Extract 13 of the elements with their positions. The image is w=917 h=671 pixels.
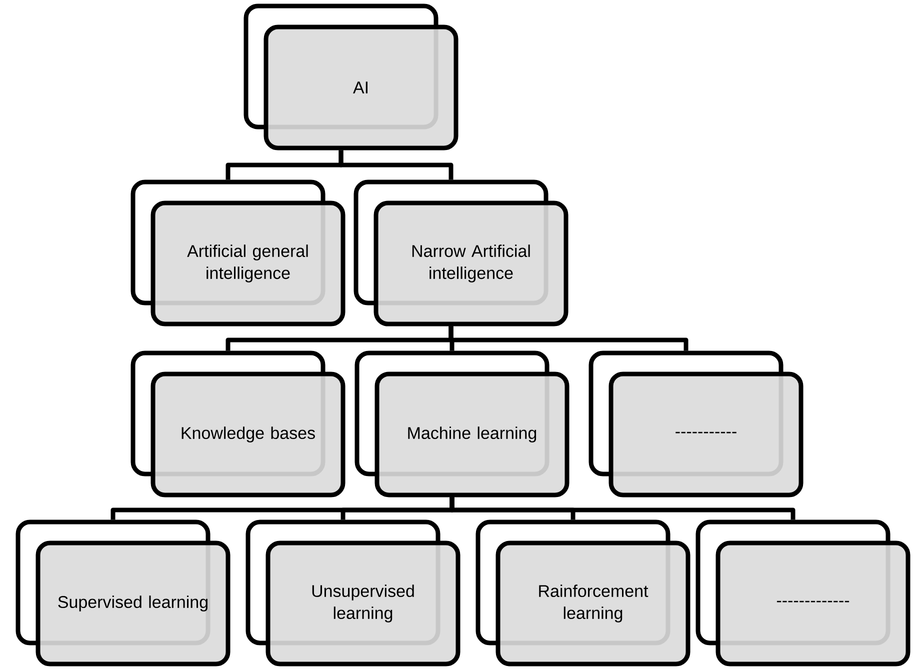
connector xyxy=(448,326,688,351)
stacked-box: Unsupervised learning xyxy=(246,520,460,666)
stacked-box: Rainforcement learning xyxy=(476,520,690,666)
stacked-box: Machine learning xyxy=(354,350,570,498)
connector xyxy=(450,497,796,520)
stacked-box: Narrow Artificial intelligence xyxy=(354,180,568,326)
stacked-box: Artificial general intelligence xyxy=(130,180,346,326)
stacked-box: Knowledge bases xyxy=(130,350,346,498)
stacked-box: ----------- xyxy=(588,350,804,498)
connector xyxy=(338,150,454,180)
stacked-box: AI xyxy=(244,4,458,150)
stacked-box: Supervised learning xyxy=(16,520,230,666)
stacked-box: ------------- xyxy=(696,520,910,666)
